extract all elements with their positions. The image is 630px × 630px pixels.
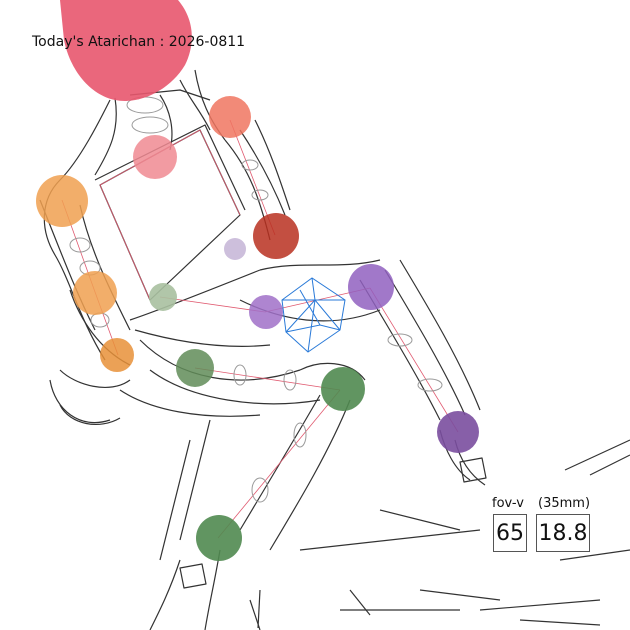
right-hand-joint[interactable] [224,238,246,260]
joint-markers[interactable] [36,96,479,561]
left-shoulder-joint[interactable] [36,175,88,227]
left-hip-joint[interactable] [176,349,214,387]
left-elbow-joint[interactable] [73,271,117,315]
right-elbow-joint[interactable] [253,213,299,259]
focal-length-label: (35mm) [538,496,591,511]
right-foot-joint[interactable] [437,411,479,453]
fov-label: fov-v [492,496,524,511]
left-foot-joint[interactable] [196,515,242,561]
pelvis-mesh-gizmo[interactable] [281,277,346,353]
chest-joint[interactable] [149,283,177,311]
neck-joint[interactable] [133,135,177,179]
pelvis-joint[interactable] [249,295,283,329]
head-shape[interactable] [60,0,192,101]
focal-length-field[interactable]: 18.8 [536,514,590,552]
page-title: Today's Atarichan : 2026-0811 [32,34,246,50]
joint-rings [69,96,443,503]
bone-lines [61,119,459,539]
fov-value-field[interactable]: 65 [493,514,527,552]
right-hip-joint[interactable] [348,264,394,310]
left-knee-joint[interactable] [321,367,365,411]
right-shoulder-joint[interactable] [209,96,251,138]
left-hand-joint[interactable] [100,338,134,372]
